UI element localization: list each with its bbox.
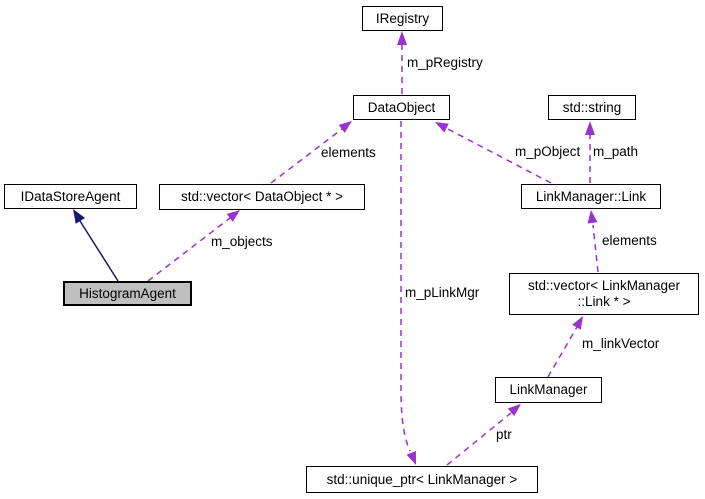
edge-m-plinkmgr <box>400 121 416 465</box>
edge-arrowhead <box>406 451 416 465</box>
edge-label-ptr: ptr <box>496 427 512 442</box>
node-iregistry[interactable]: IRegistry <box>362 6 443 31</box>
edge-arrowhead <box>338 121 352 133</box>
edge-line <box>445 127 552 184</box>
node-dataobject[interactable]: DataObject <box>353 95 450 120</box>
edge-ptr <box>446 404 521 466</box>
node-label: IDataStoreAgent <box>20 188 121 204</box>
edge-elements-right <box>587 210 599 273</box>
edge-arrowhead <box>585 121 595 135</box>
node-label: std::vector< DataObject * > <box>180 189 344 205</box>
node-label: DataObject <box>367 99 436 115</box>
edge-line <box>147 217 231 282</box>
edge-label-m-plinkmgr: m_pLinkMgr <box>405 285 480 300</box>
edge-line <box>400 121 411 452</box>
node-unique-ptr-linkmanager[interactable]: std::unique_ptr< LinkManager > <box>306 466 538 493</box>
edge-m-path <box>585 121 595 183</box>
node-label: LinkManager <box>509 382 588 398</box>
edge-inheritance <box>73 209 119 282</box>
node-label-line2: ::Link * > <box>577 294 631 309</box>
node-label: IRegistry <box>375 10 430 26</box>
edge-elements-left <box>270 121 352 184</box>
node-label: HistogramAgent <box>79 285 176 301</box>
edge-line <box>270 128 343 184</box>
edge-label-m-pregistry: m_pRegistry <box>407 55 483 70</box>
edge-label-m-pobject: m_pObject <box>515 144 581 159</box>
edge-m-linkvector <box>547 316 583 378</box>
edge-arrowhead <box>507 404 521 417</box>
edge-label-m-path: m_path <box>593 144 639 159</box>
node-idatastoreagent[interactable]: IDataStoreAgent <box>4 184 137 209</box>
node-label: std::unique_ptr< LinkManager > <box>326 471 518 487</box>
edge-label-elements-right: elements <box>602 233 657 248</box>
edge-m-objects <box>147 210 240 282</box>
edge-arrowhead <box>435 122 449 133</box>
edge-arrowhead <box>587 210 598 224</box>
node-vector-linkmanager-link[interactable]: std::vector< LinkManager ::Link * > <box>509 273 699 315</box>
node-vector-dataobject[interactable]: std::vector< DataObject * > <box>159 184 365 210</box>
node-label: LinkManager::Link <box>535 188 647 204</box>
edge-line <box>79 220 119 282</box>
node-label: std::vector< LinkManager ::Link * > <box>528 278 680 309</box>
node-label-line1: std::vector< LinkManager <box>528 278 680 294</box>
edge-label-m-linkvector: m_linkVector <box>582 336 660 351</box>
edge-label-m-objects: m_objects <box>211 234 273 249</box>
edge-arrowhead <box>572 316 583 330</box>
edge-line <box>592 224 599 273</box>
node-label: std::string <box>562 99 622 115</box>
edge-arrowhead <box>73 209 86 224</box>
edge-arrowhead <box>397 31 407 45</box>
node-linkmanager-link[interactable]: LinkManager::Link <box>521 184 661 209</box>
edge-line <box>446 412 512 466</box>
edge-line <box>547 326 578 378</box>
node-std-string[interactable]: std::string <box>548 95 636 120</box>
edge-label-elements-left: elements <box>321 145 376 160</box>
node-linkmanager[interactable]: LinkManager <box>495 377 602 403</box>
edge-m-pregistry <box>397 31 407 94</box>
edge-arrowhead <box>226 210 240 222</box>
edge-m-pobject <box>435 122 552 184</box>
node-histogramagent[interactable]: HistogramAgent <box>63 281 192 306</box>
